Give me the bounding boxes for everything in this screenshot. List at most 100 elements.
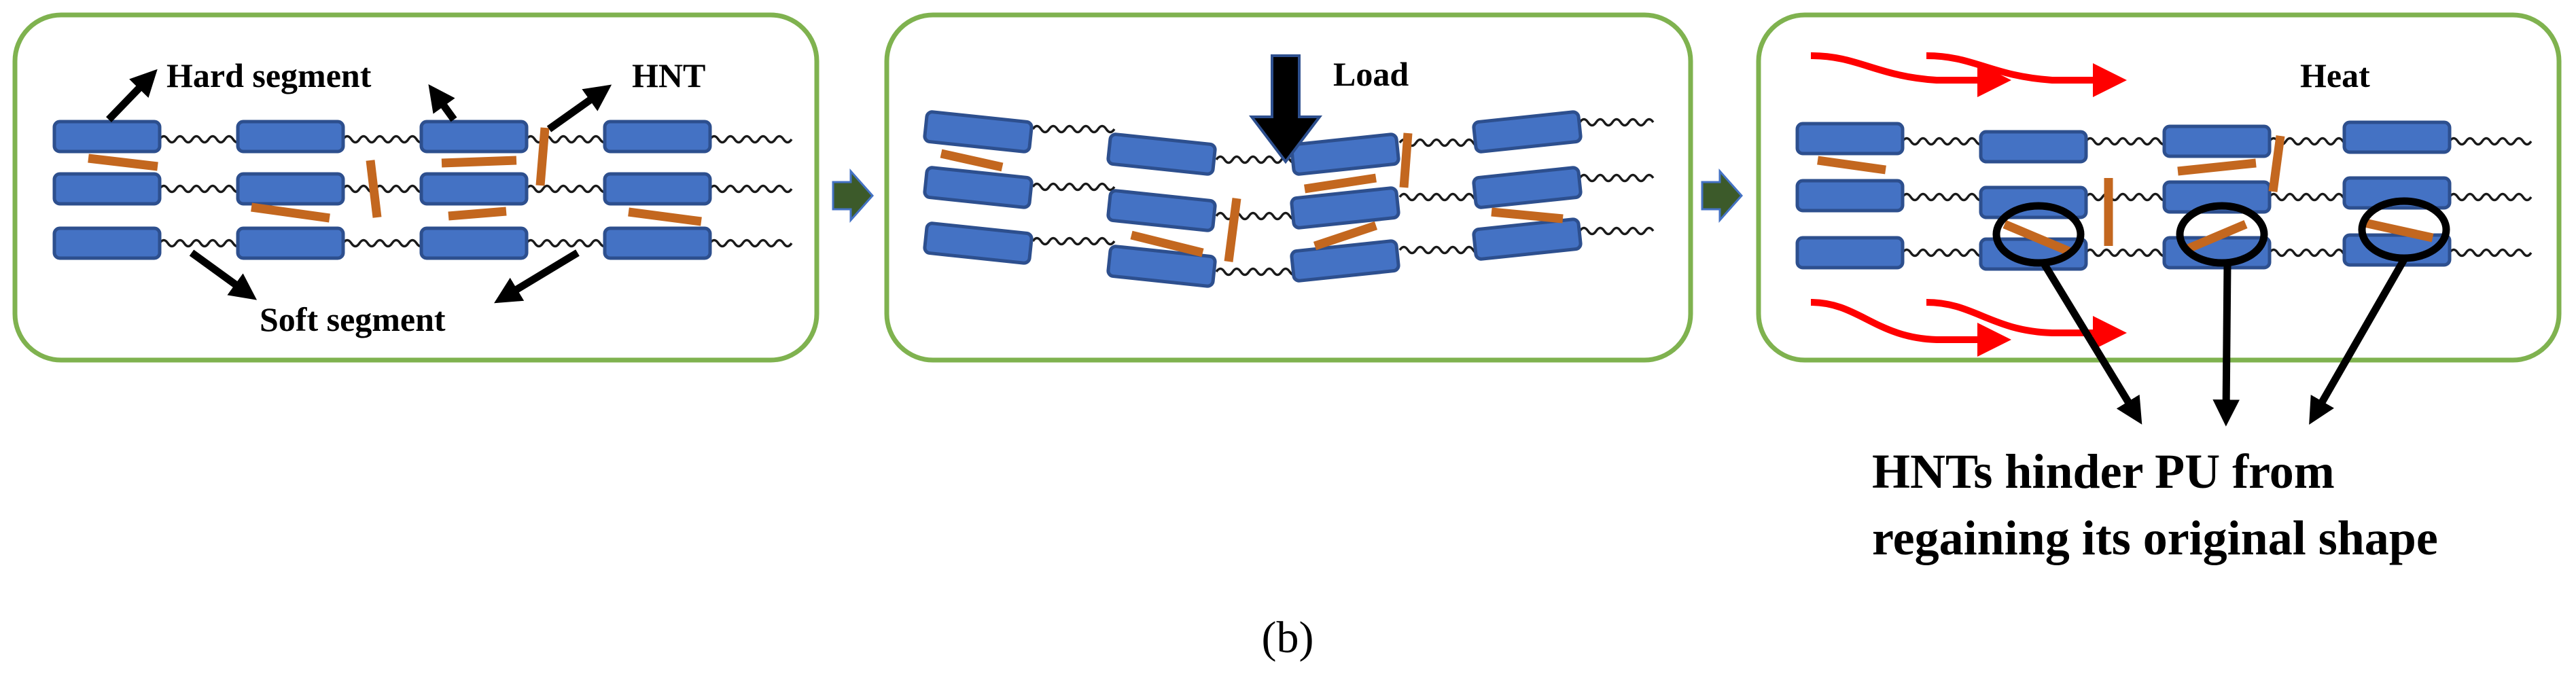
hnt-particle xyxy=(1130,230,1204,257)
hard-segment xyxy=(1290,132,1400,176)
soft-segment xyxy=(1031,236,1116,246)
hnt-particles xyxy=(1817,135,2434,255)
flow-arrow xyxy=(1701,168,1744,223)
hnt-particle xyxy=(1491,207,1564,224)
soft-segment xyxy=(1901,192,1986,202)
label-arrows xyxy=(106,69,612,304)
soft-segment xyxy=(2448,248,2533,257)
hnt-particle xyxy=(1313,221,1378,251)
hard-segment xyxy=(1472,217,1583,261)
soft-segment xyxy=(2448,192,2533,202)
panel-heat: Heat xyxy=(1756,12,2562,363)
hnt-particle xyxy=(628,207,702,226)
hard-segment xyxy=(419,226,529,260)
hnt-particle xyxy=(441,156,517,168)
arrow-soft-segment xyxy=(494,249,580,304)
hard-segment xyxy=(1979,130,2088,164)
hard-segment xyxy=(52,172,162,206)
heat-label: Heat xyxy=(2300,56,2370,94)
hnt-particle xyxy=(88,154,158,171)
flow-arrow xyxy=(832,168,875,223)
soft-segment xyxy=(2085,192,2169,202)
soft-segment xyxy=(1578,118,1655,127)
highlight-circle xyxy=(2358,197,2450,262)
hard-segment xyxy=(1290,239,1400,283)
hard-segment xyxy=(1106,132,1217,176)
soft-segment xyxy=(342,238,426,248)
soft-segment xyxy=(1398,192,1483,202)
soft-segment xyxy=(158,184,243,194)
heat-arrow xyxy=(1810,52,2011,97)
hnt-particle xyxy=(448,207,507,221)
hard-segment-label: Hard segment xyxy=(166,56,372,94)
hnt-particle xyxy=(2186,220,2248,253)
hard-segment xyxy=(1795,179,1905,213)
hnt-label: HNT xyxy=(632,56,705,94)
panel-load: Load xyxy=(884,12,1693,363)
soft-segment xyxy=(525,184,610,194)
hard-segment xyxy=(52,226,162,260)
hnt-particle xyxy=(251,202,330,223)
soft-segment xyxy=(158,238,243,248)
hnt-particle xyxy=(2363,218,2434,243)
pointer-arrow xyxy=(2212,263,2240,427)
hard-segment xyxy=(923,166,1034,209)
soft-segment xyxy=(1901,137,1986,146)
soft-segment xyxy=(709,184,793,194)
soft-segment xyxy=(2448,137,2533,146)
heat-arrow xyxy=(1810,299,2011,357)
hard-segment xyxy=(923,221,1034,265)
soft-segment xyxy=(158,135,243,144)
heat-arrow xyxy=(1926,299,2127,350)
soft-segment xyxy=(1215,267,1299,277)
hard-segment xyxy=(419,120,529,154)
hard-segment xyxy=(1795,236,1905,270)
hnt-particles xyxy=(88,127,702,226)
highlight-circle xyxy=(1992,202,2085,267)
heat-arrows xyxy=(1810,52,2127,357)
hard-segment xyxy=(236,172,345,206)
hard-segment xyxy=(923,110,1034,154)
panel-initial: Hard segment HNT Soft segment xyxy=(12,12,819,363)
arrow-hard-segment xyxy=(428,84,457,122)
hard-segment xyxy=(1795,122,1905,156)
hard-segment xyxy=(603,120,712,154)
hnt-particle xyxy=(1224,198,1241,262)
soft-segment xyxy=(342,135,426,144)
soft-segment xyxy=(1901,248,1986,257)
hard-segment xyxy=(1290,186,1400,230)
pointer-arrow xyxy=(2041,262,2142,425)
hnt-particle xyxy=(1399,132,1413,188)
polymer-chains xyxy=(923,110,1655,288)
arrow-hnt xyxy=(546,84,612,132)
pointer-arrow xyxy=(2309,257,2407,425)
hnt-particle xyxy=(2177,158,2257,176)
hard-segment xyxy=(1472,166,1583,209)
hnt-particle xyxy=(1304,173,1377,194)
soft-segment xyxy=(1398,245,1483,255)
soft-segment xyxy=(2268,248,2352,257)
highlight-circle xyxy=(2176,202,2268,267)
soft-segment xyxy=(2085,137,2169,146)
soft-segment xyxy=(1578,173,1655,183)
hard-segment xyxy=(419,172,529,206)
soft-segment xyxy=(1398,138,1483,147)
soft-segment xyxy=(709,135,793,144)
figure-caption: (b) xyxy=(1262,613,1314,662)
hnt-particles xyxy=(940,132,1564,262)
hard-segment xyxy=(2162,124,2272,158)
highlight-circles xyxy=(1992,197,2450,267)
soft-segment-label: Soft segment xyxy=(260,300,446,338)
soft-segment xyxy=(525,238,610,248)
hnt-particle xyxy=(1817,156,1886,175)
hard-segment xyxy=(603,226,712,260)
hard-segment xyxy=(1472,110,1583,154)
soft-segment xyxy=(709,238,793,248)
soft-segment xyxy=(2268,192,2352,202)
hnt-particle xyxy=(2002,220,2071,255)
soft-segment xyxy=(1578,226,1655,236)
arrow-soft-segment xyxy=(189,249,258,300)
explanation-line-2: regaining its original shape xyxy=(1872,511,2438,565)
load-label: Load xyxy=(1333,55,1409,93)
hnt-particle xyxy=(535,127,550,186)
